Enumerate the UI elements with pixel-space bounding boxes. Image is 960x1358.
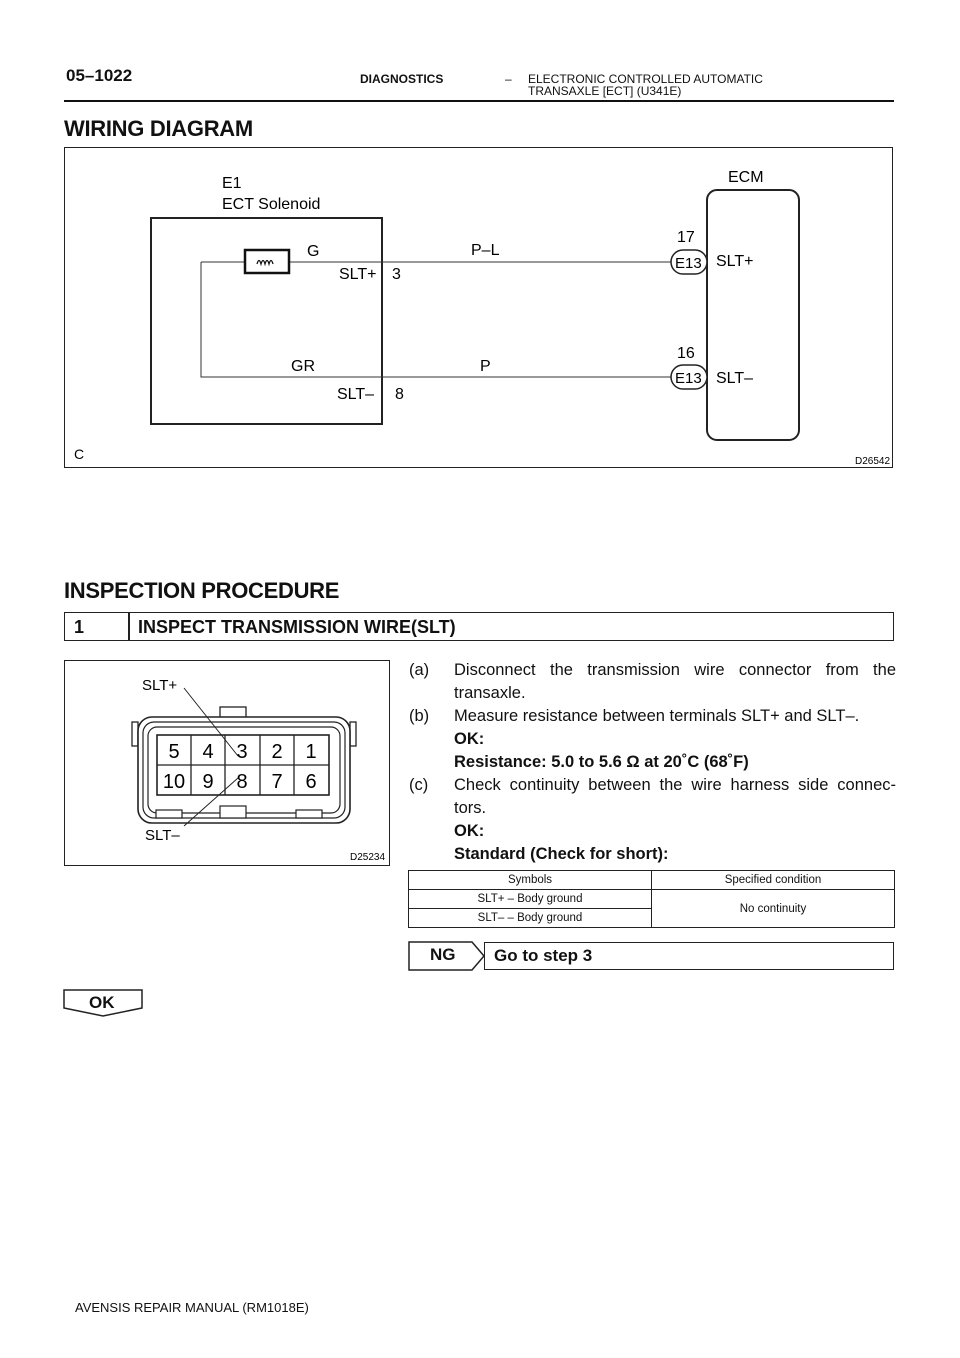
pin-slt-minus-num: 8	[395, 386, 404, 403]
label-slt-plus: SLT+	[142, 677, 177, 694]
ecm-connector-top	[670, 249, 708, 275]
step-number: 1	[74, 617, 85, 637]
step-b-ok: OK:	[454, 730, 485, 748]
footer-manual: AVENSIS REPAIR MANUAL (RM1018E)	[75, 1300, 309, 1315]
pin-7: 7	[271, 771, 282, 793]
ng-step-text: Go to step 3	[494, 946, 593, 965]
header-title-line2: TRANSAXLE [ECT] (U341E)	[528, 84, 682, 98]
wire-top-color: P–L	[471, 242, 500, 259]
connector-figure-frame	[64, 660, 390, 866]
step-b-resistance: Resistance: 5.0 to 5.6 Ω at 20˚C (68˚F)	[454, 753, 749, 771]
pin-4: 4	[202, 741, 213, 763]
pin-slt-minus-label: SLT–	[337, 386, 374, 403]
step-c-ok: OK:	[454, 822, 485, 840]
pin-6: 6	[305, 771, 316, 793]
table-header: Symbols	[408, 870, 652, 890]
inspection-heading: INSPECTION PROCEDURE	[64, 578, 340, 603]
table-cell-symbol: SLT– – Body ground	[408, 908, 652, 928]
pin-9: 9	[202, 771, 213, 793]
ng-step-box[interactable]	[484, 942, 894, 970]
step-a-line1: Disconnect the transmission wire connect…	[454, 661, 896, 679]
step-title: INSPECT TRANSMISSION WIRE(SLT)	[138, 617, 456, 637]
wire-bottom-color: P	[480, 358, 491, 375]
step-c-line2: tors.	[454, 799, 487, 817]
figure-code: D26542	[855, 456, 890, 467]
step-c-line1: Check continuity between the wire harnes…	[454, 776, 896, 794]
connector-figure-code: D25234	[350, 852, 385, 863]
wire-slt-minus	[200, 262, 672, 378]
pin-10: 10	[163, 771, 185, 793]
step-c-standard: Standard (Check for short):	[454, 845, 669, 863]
step-divider	[128, 612, 130, 641]
step-b-label: (b)	[409, 707, 430, 725]
header-dash: –	[505, 72, 512, 86]
header-section: DIAGNOSTICS	[360, 72, 444, 86]
wiring-diagram-frame	[64, 147, 893, 468]
pin-slt-plus-num: 3	[392, 266, 401, 283]
ecm-connector-bottom	[670, 364, 708, 390]
pin-5: 5	[168, 741, 179, 763]
header-rule	[64, 100, 894, 102]
pin-slt-plus-label: SLT+	[339, 266, 377, 283]
ecm-label: ECM	[728, 169, 764, 186]
ecm-term-top: SLT+	[716, 253, 754, 270]
step-b-line1: Measure resistance between terminals SLT…	[454, 707, 860, 725]
solenoid-color-top: G	[307, 243, 319, 260]
component-code: E1	[222, 175, 242, 192]
coil-icon	[243, 248, 291, 275]
component-name: ECT Solenoid	[222, 196, 320, 213]
corner-letter: C	[74, 446, 84, 462]
ecm-connector-top-label: E13	[675, 255, 702, 272]
ecm-connector-bottom-label: E13	[675, 370, 702, 387]
ng-arrow	[408, 941, 485, 971]
ng-label: NG	[430, 945, 456, 964]
wiring-diagram: E1 ECT Solenoid ECM G GR SLT+ 3 SLT– 8 P…	[74, 169, 890, 467]
spec-table: Symbols Specified condition SLT+ – Body …	[408, 870, 895, 928]
ecm-box	[706, 189, 800, 441]
ecm-pin-top-num: 17	[677, 229, 695, 246]
header-title-line1: ELECTRONIC CONTROLLED AUTOMATIC	[528, 72, 763, 86]
table-cell-symbol: SLT+ – Body ground	[408, 889, 652, 909]
pin-3: 3	[236, 741, 247, 763]
pin-1: 1	[305, 741, 316, 763]
leader-slt-plus	[183, 687, 239, 757]
step-box	[64, 612, 894, 641]
ok-label: OK	[89, 993, 115, 1012]
step-a-line2: transaxle.	[454, 684, 526, 702]
page-number: 05–1022	[66, 66, 133, 85]
ecm-term-bottom: SLT–	[716, 370, 753, 387]
solenoid-color-bottom: GR	[291, 358, 315, 375]
label-slt-minus: SLT–	[145, 827, 180, 844]
solenoid-box	[150, 217, 383, 425]
leader-slt-minus	[183, 777, 239, 827]
table-cell-condition: No continuity	[651, 889, 895, 928]
ok-arrow	[63, 989, 143, 1017]
step-c-label: (c)	[409, 776, 429, 794]
ecm-pin-bottom-num: 16	[677, 345, 695, 362]
step-a-label: (a)	[409, 661, 430, 679]
table-row: SLT– – Body ground	[408, 908, 895, 928]
pin-2: 2	[271, 741, 282, 763]
table-header-row: Symbols Specified condition	[408, 870, 895, 890]
table-row: SLT+ – Body ground No continuity	[408, 889, 895, 928]
connector-figure: 5 4 3 2 1 10 9 8 7 6 SLT+ SLT– D25234	[131, 677, 385, 863]
pin-8: 8	[236, 771, 247, 793]
wiring-diagram-heading: WIRING DIAGRAM	[64, 116, 253, 141]
table-header: Specified condition	[651, 870, 895, 890]
